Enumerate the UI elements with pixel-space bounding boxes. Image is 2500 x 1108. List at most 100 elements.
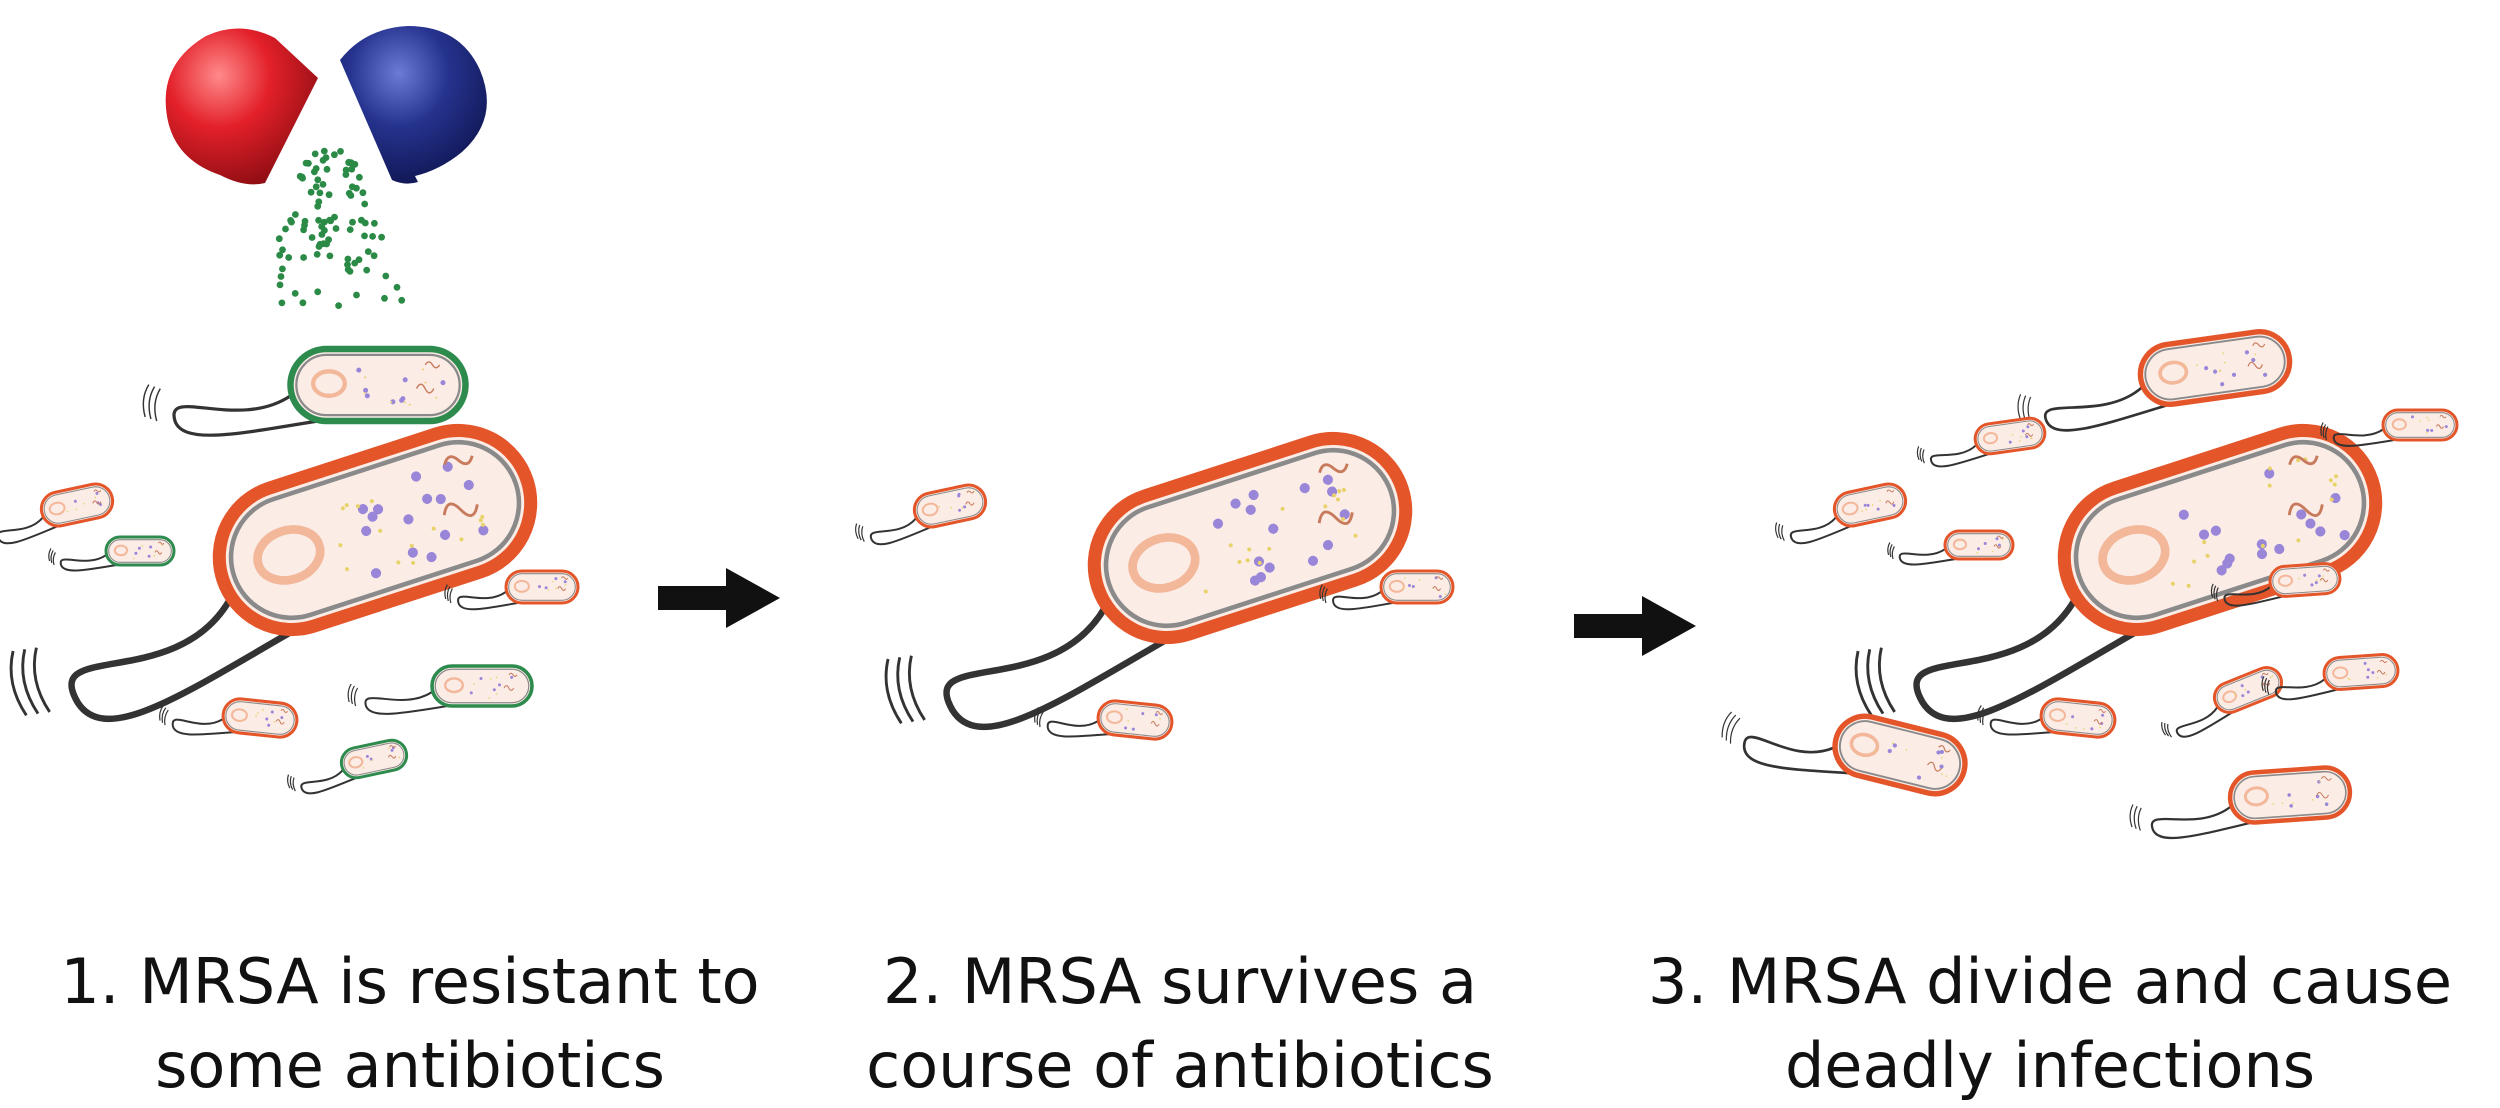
bacterium-icon <box>2161 666 2284 738</box>
motion-line <box>154 388 161 422</box>
granule <box>422 493 433 504</box>
motion-line <box>2322 424 2327 439</box>
cell-membrane <box>104 535 176 567</box>
antibiotic-dot <box>285 254 293 261</box>
granule <box>2240 684 2244 688</box>
ribosome <box>2186 583 2191 588</box>
cell-wall <box>2233 770 2347 820</box>
ribosome <box>362 766 365 769</box>
ribosome <box>1341 487 1346 492</box>
ribosome <box>1280 506 1285 511</box>
ribosome <box>2196 364 2198 367</box>
antibiotic-dot <box>307 188 315 196</box>
granule <box>2296 509 2307 520</box>
cell-wall <box>1836 486 1904 524</box>
antibiotic-dots <box>275 147 406 309</box>
motion-line <box>142 384 150 418</box>
step-1-line-2: some antibiotics <box>155 1029 665 1102</box>
granule <box>435 493 446 505</box>
granule <box>469 691 473 695</box>
ribosome <box>421 368 424 371</box>
cell-membrane <box>2212 666 2284 714</box>
ribosome <box>371 759 374 761</box>
arrow-right-icon <box>1574 596 1696 656</box>
granule <box>1892 743 1897 748</box>
granule <box>1299 483 1310 494</box>
ribosome <box>1874 750 1877 753</box>
granule <box>1411 585 1415 588</box>
motion-line <box>861 526 865 542</box>
nucleoid <box>2332 666 2349 680</box>
ribosome <box>950 506 953 509</box>
motion-line <box>2129 804 2134 828</box>
nucleoid <box>1388 579 1405 593</box>
cell-wall <box>1100 703 1170 737</box>
cell-membrane <box>430 664 534 708</box>
ribosome <box>2427 419 2430 421</box>
ribosome <box>1879 500 1881 502</box>
nucleoid <box>253 525 325 585</box>
ribosome <box>1404 577 1406 579</box>
ribosome <box>1127 719 1129 722</box>
granule <box>2426 428 2430 432</box>
nucleoid <box>2391 418 2407 431</box>
ribosome <box>2099 726 2102 729</box>
ribosome <box>1257 560 1262 565</box>
motion-line <box>2161 722 2167 736</box>
granule <box>2178 509 2189 520</box>
plasmid <box>966 490 975 494</box>
nucleoid <box>348 756 364 769</box>
motion-line <box>1725 714 1737 741</box>
granule <box>2444 425 2448 429</box>
motion-line <box>292 777 296 792</box>
ribosome <box>2419 420 2421 422</box>
ribosome <box>262 709 265 711</box>
antibiotic-dot <box>319 156 327 164</box>
ribosome <box>338 543 343 548</box>
antibiotic-dot <box>313 251 321 258</box>
ribosome <box>369 499 374 504</box>
ribosome <box>1335 497 1341 502</box>
granule <box>2204 366 2209 371</box>
plasmid <box>415 383 435 394</box>
cell-wall <box>434 668 530 704</box>
granule <box>1892 503 1896 507</box>
bacterium-icon <box>2129 765 2353 840</box>
motion-line <box>907 655 926 721</box>
flagellum <box>1929 444 2016 468</box>
step-2-line-1: 2. MRSA survives a <box>883 945 1477 1018</box>
granule <box>407 547 418 558</box>
flagellum <box>364 691 487 715</box>
granule <box>2198 529 2210 540</box>
ribosome <box>398 756 401 759</box>
cell-wall <box>1838 720 1962 790</box>
antibiotic-dot <box>323 165 331 173</box>
ribosome <box>2267 483 2272 488</box>
granule <box>364 393 370 399</box>
granule <box>410 471 422 482</box>
antibiotic-dot <box>314 288 322 296</box>
ribosome <box>2271 675 2274 677</box>
motion-line <box>1778 523 1782 540</box>
ribosome <box>2298 577 2300 580</box>
motion-line <box>854 523 859 540</box>
cell-membrane <box>504 569 580 605</box>
motion-line <box>50 550 54 564</box>
ribosome <box>378 528 383 533</box>
cell-membrane <box>221 697 299 739</box>
granule <box>1322 474 1333 485</box>
motion-line <box>449 588 453 604</box>
bacterium-icon <box>1034 699 1174 741</box>
antibiotic-dot <box>325 191 333 199</box>
ribosome <box>1323 504 1328 509</box>
granule <box>2216 565 2227 576</box>
bacterium-icon <box>2017 329 2293 432</box>
granule <box>554 577 558 581</box>
antibiotic-dot <box>278 299 286 307</box>
bacterium-icon <box>0 482 115 545</box>
granule <box>1245 504 1256 515</box>
ribosome <box>2065 723 2068 725</box>
ribosome <box>1337 489 1342 494</box>
ribosome <box>1267 546 1272 551</box>
